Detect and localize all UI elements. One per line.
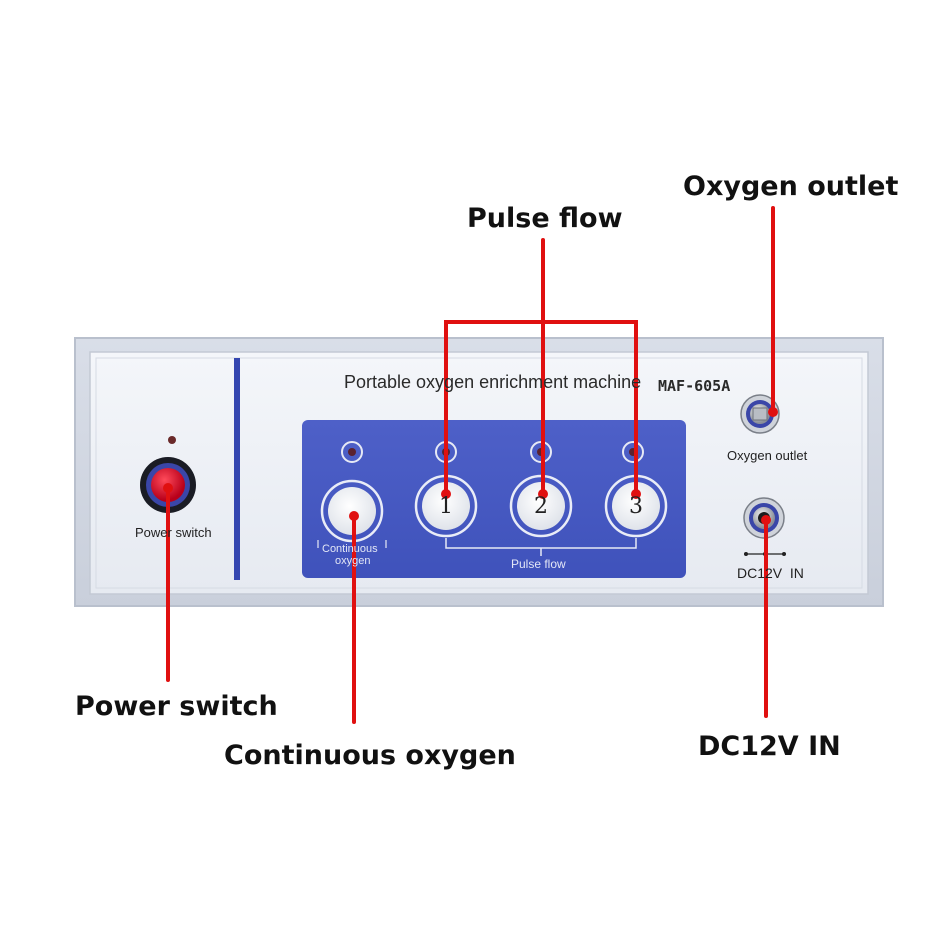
power-switch-label: Power switch	[135, 525, 212, 540]
pulse-button-1-label: 1	[439, 494, 453, 519]
device-model: MAF-605A	[658, 377, 731, 395]
control-panel	[302, 420, 686, 578]
power-led	[168, 436, 176, 444]
continuous-label-line1: Continuous	[322, 543, 378, 555]
pulse-flow-bracket	[445, 538, 637, 556]
callout-continuous-oxygen: Continuous oxygen	[224, 740, 516, 771]
callout-dc-in: DC12V IN	[698, 731, 841, 762]
pulse-button-2-label: 2	[534, 494, 548, 519]
pulse-flow-panel-label: Pulse flow	[511, 557, 566, 571]
callout-oxygen-outlet: Oxygen outlet	[683, 171, 899, 202]
oxygen-outlet-fitting	[740, 394, 780, 434]
callout-power-switch: Power switch	[75, 691, 278, 722]
continuous-label-line2: oxygen	[335, 555, 371, 567]
continuous-bracket	[317, 540, 387, 548]
leader-dots	[163, 407, 778, 525]
leader-lines	[166, 206, 775, 724]
callout-pulse-flow: Pulse flow	[467, 203, 623, 234]
accent-bar	[234, 358, 240, 580]
pulse-button-3-label: 3	[629, 494, 643, 519]
dc-panel-label: DC12V IN	[737, 565, 804, 581]
oxygen-outlet-panel-label: Oxygen outlet	[727, 448, 808, 463]
device-title: Portable oxygen enrichment machine	[344, 372, 642, 392]
